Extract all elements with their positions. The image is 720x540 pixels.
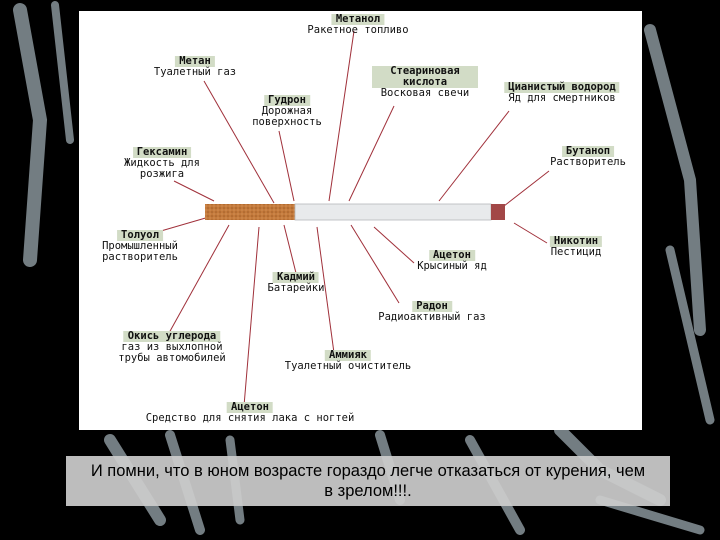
label-methane-name: Метан <box>175 56 215 67</box>
connector-cyanide <box>438 110 510 202</box>
cigarette-ember <box>491 204 505 220</box>
cigarette <box>205 203 505 221</box>
label-acetone-rat-poison-name: Ацетон <box>429 250 475 261</box>
label-radon-desc: Радиоактивный газ <box>378 311 486 323</box>
connector-tar <box>278 130 295 202</box>
diagram-connector-lines <box>153 30 550 407</box>
label-methane: Метан Туалетный газ <box>154 56 236 78</box>
label-hexamine-name: Гексамин <box>132 147 192 158</box>
label-methanol-name: Метанол <box>331 14 385 25</box>
label-toluene-name: Толуол <box>117 230 163 241</box>
caption-text: И помни, что в юном возрасте гораздо лег… <box>90 462 646 500</box>
label-tar: Гудрон Дорожная поверхность <box>252 95 322 128</box>
label-butane-name: Бутаноп <box>561 146 615 157</box>
label-radon-name: Радон <box>412 301 452 312</box>
label-hexamine-desc-1: Жидкость для <box>124 157 200 169</box>
label-acetone-nail-polish: Ацетон Средство для снятия лака с ногтей <box>146 402 355 424</box>
connector-hexamine <box>173 180 215 202</box>
cigarette-paper <box>294 203 492 221</box>
label-ammonia: Аммияк Туалетный очиститель <box>285 350 411 372</box>
label-nicotine-name: Никотин <box>549 236 603 247</box>
label-toluene: Толуол Промышленный растворитель <box>102 230 178 263</box>
label-stearic-desc: Восковая свечи <box>380 87 470 99</box>
label-tar-name: Гудрон <box>264 95 310 106</box>
connector-co <box>168 224 230 334</box>
label-methanol: Метанол Ракетное топливо <box>307 14 408 36</box>
label-carbon-monoxide-desc-2: трубы автомобилей <box>118 352 226 364</box>
label-nicotine: Никотин Пестицид <box>549 236 603 258</box>
label-butane-desc: Растворитель <box>550 156 626 168</box>
connector-methane <box>203 80 275 204</box>
label-methane-desc: Туалетный газ <box>153 66 237 78</box>
connector-ammonia <box>316 226 335 354</box>
label-hexamine-desc-2: розжига <box>139 168 185 180</box>
label-cyanide: Цианистый водород Яд для смертников <box>504 82 620 104</box>
label-cadmium: Кадмий Батарейки <box>268 272 325 294</box>
label-toluene-desc-1: Промышленный <box>102 240 178 252</box>
connector-cadmium <box>283 224 297 274</box>
connector-toluene <box>153 216 210 234</box>
label-carbon-monoxide-name: Окись углерода <box>123 331 221 342</box>
label-acetone-rat-poison-desc: Крысиный яд <box>417 260 487 272</box>
caption-banner: И помни, что в юном возрасте гораздо лег… <box>66 456 670 506</box>
label-stearic-name: Стеариновая кислота <box>372 66 478 88</box>
connector-butane <box>503 170 550 207</box>
label-ammonia-desc: Туалетный очиститель <box>284 360 412 372</box>
label-tar-desc-2: поверхность <box>252 116 322 128</box>
label-cadmium-desc: Батарейки <box>267 282 325 294</box>
label-acetone-rat-poison: Ацетон Крысиный яд <box>417 250 487 272</box>
label-radon: Радон Радиоактивный газ <box>378 301 485 323</box>
label-stearic: Стеариновая кислота Восковая свечи <box>372 66 478 99</box>
label-ammonia-name: Аммияк <box>325 350 371 361</box>
label-cyanide-desc: Яд для смертников <box>508 92 616 104</box>
label-acetone-nail-polish-desc: Средство для снятия лака с ногтей <box>145 412 355 424</box>
label-toluene-desc-2: растворитель <box>102 251 178 263</box>
label-nicotine-desc: Пестицид <box>550 246 602 258</box>
label-acetone-nail-polish-name: Ацетон <box>227 402 273 413</box>
connector-acetone1 <box>373 226 415 264</box>
label-carbon-monoxide-desc-1: газ из выхлопной <box>121 341 223 353</box>
label-tar-desc-1: Дорожная <box>261 105 313 117</box>
label-cadmium-name: Кадмий <box>273 272 319 283</box>
connector-methanol <box>328 30 355 202</box>
label-carbon-monoxide: Окись углерода газ из выхлопной трубы ав… <box>118 331 225 364</box>
connector-acetone2 <box>243 226 260 407</box>
label-hexamine: Гексамин Жидкость для розжига <box>124 147 200 180</box>
label-cyanide-name: Цианистый водород <box>504 82 620 93</box>
connector-radon <box>350 224 400 304</box>
label-methanol-desc: Ракетное топливо <box>307 24 409 36</box>
label-butane: Бутаноп Растворитель <box>550 146 626 168</box>
connector-nicotine <box>513 222 548 244</box>
connector-stearic <box>348 105 395 202</box>
